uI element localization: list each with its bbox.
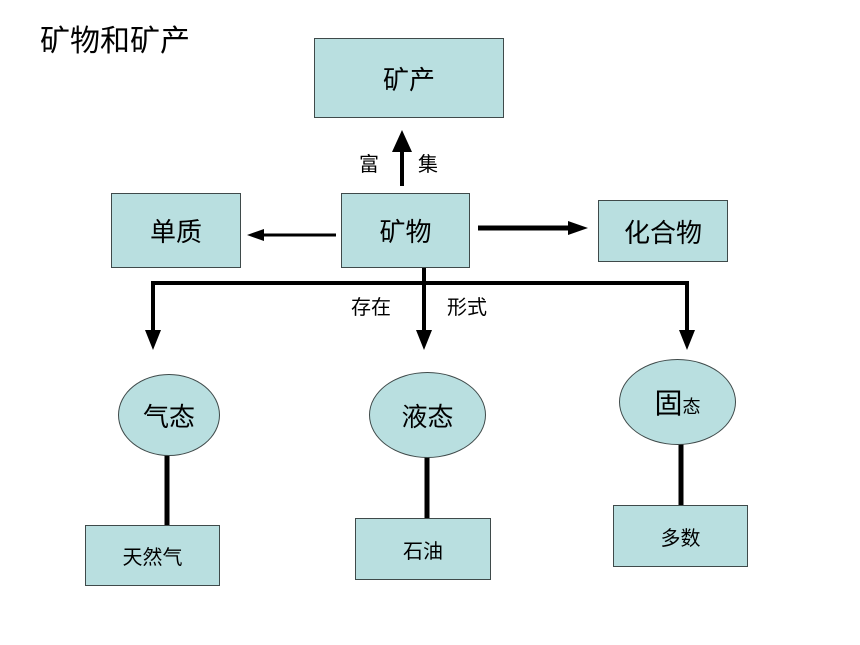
node-natural-gas-label: 天然气: [122, 545, 183, 569]
arrowhead-up: [392, 130, 412, 152]
node-solid-label: 固: [654, 387, 683, 420]
label-exist-left: 存在: [351, 295, 391, 319]
node-majority-label: 多数: [660, 525, 701, 550]
node-gas-label: 气态: [142, 402, 195, 433]
label-exist-right: 形式: [447, 295, 487, 319]
node-solid-label-small: 态: [682, 397, 701, 418]
node-compound-label: 化合物: [623, 218, 702, 249]
label-enrich-right: 集: [418, 152, 438, 176]
node-natural-gas: 天然气: [85, 525, 220, 586]
node-mineral-label: 矿物: [379, 218, 432, 248]
arrowhead-left: [247, 229, 264, 241]
node-majority: 多数: [613, 505, 748, 567]
node-mineral-deposit: 矿产: [314, 38, 504, 118]
arrowhead-down-left: [145, 330, 161, 350]
node-gas: 气态: [118, 374, 220, 456]
node-petroleum: 石油: [355, 518, 491, 580]
arrowhead-right: [568, 221, 588, 235]
node-liquid-label: 液态: [401, 402, 454, 433]
page-title: 矿物和矿产: [40, 24, 190, 59]
node-solid: 固态: [619, 359, 736, 445]
node-liquid: 液态: [369, 372, 486, 458]
node-petroleum-label: 石油: [403, 538, 443, 563]
arrowhead-down-center: [416, 330, 432, 350]
label-enrich-left: 富: [359, 152, 379, 176]
arrowhead-down-right: [679, 330, 695, 350]
node-mineral: 矿物: [341, 193, 470, 268]
node-mineral-deposit-label: 矿产: [382, 65, 435, 96]
node-element: 单质: [111, 193, 241, 268]
node-element-label: 单质: [149, 218, 202, 248]
node-compound: 化合物: [598, 200, 728, 262]
